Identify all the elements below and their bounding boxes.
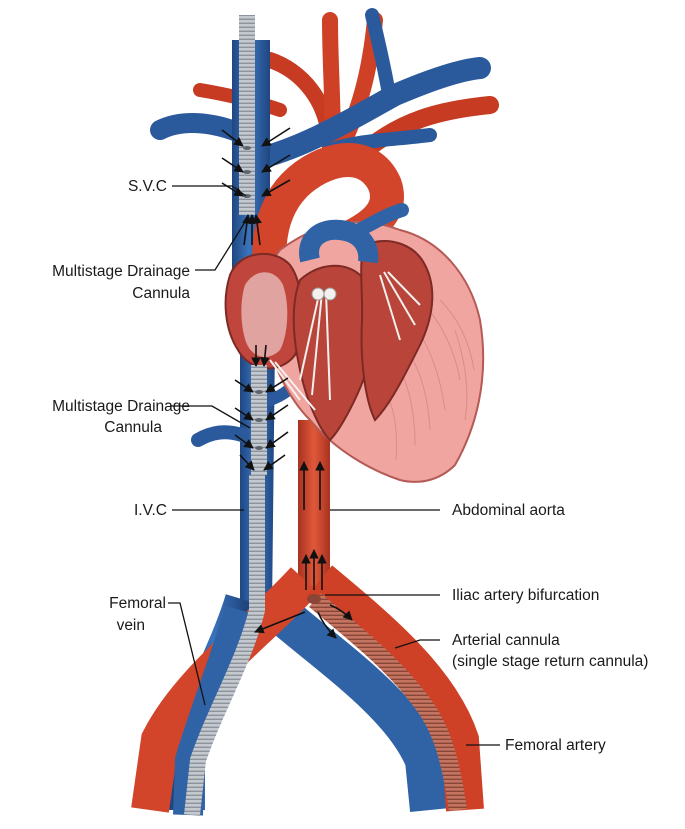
label-arterial-cannula-2: (single stage return cannula) — [452, 653, 648, 670]
label-drainage-lower-2: Cannula — [104, 419, 162, 436]
jugular-vein — [365, 8, 397, 107]
leader-arterial-cannula — [394, 639, 440, 649]
label-iliac-bifurcation: Iliac artery bifurcation — [452, 587, 599, 604]
leader-femoral-vein — [168, 602, 206, 706]
arterial-return-cannula — [307, 593, 467, 812]
label-drainage-upper-1: Multistage Drainage — [52, 263, 190, 280]
ventricle-chamber — [292, 264, 376, 442]
label-drainage-upper-2: Cannula — [132, 285, 190, 302]
label-drainage-lower-1: Multistage Drainage — [52, 398, 190, 415]
labels: S.V.C Multistage Drainage Cannula Multis… — [52, 178, 648, 754]
leader-drainage-lower — [170, 405, 251, 429]
heart — [224, 203, 485, 483]
leader-lines — [168, 185, 500, 746]
label-abdominal-aorta: Abdominal aorta — [452, 502, 565, 519]
right-atrium-chamber — [241, 272, 288, 357]
cannula-upper-segment — [239, 15, 255, 215]
leader-svc — [172, 185, 247, 197]
arterial-cannula-tip — [307, 594, 321, 604]
hepatic-vein-branch — [191, 425, 249, 447]
cannula-femoral-segment — [184, 475, 265, 816]
label-femoral-artery: Femoral artery — [505, 737, 606, 754]
flow-arrows — [221, 127, 353, 639]
label-arterial-cannula-1: Arterial cannula — [452, 632, 560, 649]
pulmonary-trunk — [299, 219, 379, 264]
drainage-holes — [243, 146, 263, 450]
pulmonary-artery-branch — [343, 203, 409, 242]
label-svc: S.V.C — [128, 178, 167, 195]
label-ivc: I.V.C — [134, 502, 167, 519]
pulmonary-valve — [311, 287, 337, 301]
arterial-cannula-tube — [309, 593, 467, 812]
leader-drainage-upper — [195, 221, 246, 271]
label-femoral-vein-1: Femoral — [109, 595, 166, 612]
right-iliac-artery — [307, 565, 484, 812]
label-femoral-vein-2: vein — [117, 617, 145, 634]
